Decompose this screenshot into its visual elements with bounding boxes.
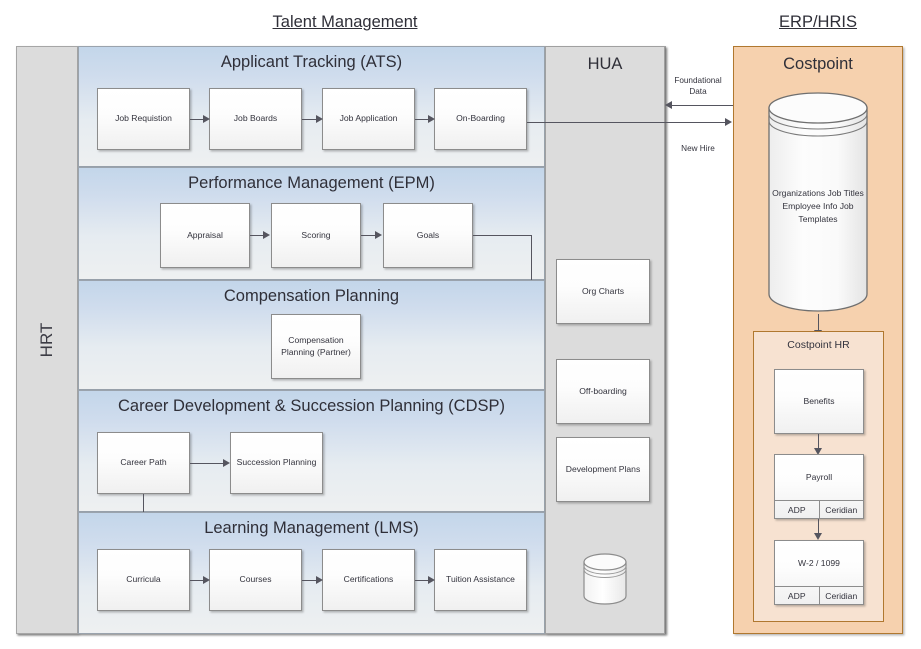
process-box-tuition-assistance[interactable]: Tuition Assistance	[434, 549, 527, 611]
connector-goals-to-devplans-h1	[473, 235, 531, 236]
connector-lms-3	[415, 580, 429, 581]
process-box-label: On-Boarding	[456, 113, 505, 124]
costpoint-hr-title: Costpoint HR	[787, 339, 850, 351]
costpoint-hr-box-benefits[interactable]: Benefits	[774, 369, 864, 434]
hua-box-development-plans[interactable]: Development Plans	[556, 437, 650, 502]
connector-ats-2	[302, 119, 317, 120]
arrowhead-lms-3	[428, 576, 435, 584]
process-box-succession-planning[interactable]: Succession Planning	[230, 432, 323, 494]
hua-panel: HUA	[545, 46, 665, 634]
flow-label-new-hire: New Hire	[681, 144, 715, 153]
process-box-label: Tuition Assistance	[446, 574, 515, 585]
hua-database-cylinder-icon	[580, 552, 630, 608]
w2-vendor-ceridian[interactable]: Ceridian	[818, 587, 864, 604]
process-box-job-boards[interactable]: Job Boards	[209, 88, 302, 150]
process-box-curricula[interactable]: Curricula	[97, 549, 190, 611]
arrowhead-ats-1	[203, 115, 210, 123]
arrowhead-foundational-data	[665, 101, 672, 109]
costpoint-hr-box-label: Payroll	[805, 472, 833, 483]
hua-box-label: Development Plans	[565, 463, 641, 474]
process-box-label: Career Path	[120, 457, 167, 468]
arrowhead-epm-1	[263, 231, 270, 239]
process-box-label: Scoring	[301, 229, 331, 240]
costpoint-hr-box-w2-1099[interactable]: W-2 / 1099 ADP Ceridian	[774, 540, 864, 605]
connector-epm-1	[250, 235, 264, 236]
connector-epm-2	[361, 235, 376, 236]
process-box-scoring[interactable]: Scoring	[271, 203, 361, 268]
w2-vendor-adp[interactable]: ADP	[787, 590, 806, 601]
process-box-career-path[interactable]: Career Path	[97, 432, 190, 494]
process-box-label: Job Boards	[233, 113, 278, 124]
arrowhead-ats-2	[316, 115, 323, 123]
hrt-label: HRT	[37, 322, 56, 358]
connector-lms-1	[190, 580, 204, 581]
flow-label-foundational-data: Foundational Data	[674, 76, 722, 97]
section-title-ats: Applicant Tracking (ATS)	[220, 53, 403, 71]
process-box-appraisal[interactable]: Appraisal	[160, 203, 250, 268]
hua-box-org-charts[interactable]: Org Charts	[556, 259, 650, 324]
page-title-talent-management: Talent Management	[272, 13, 418, 31]
process-box-courses[interactable]: Courses	[209, 549, 302, 611]
process-box-certifications[interactable]: Certifications	[322, 549, 415, 611]
process-box-label: Curricula	[126, 574, 161, 585]
process-box-label: Appraisal	[187, 229, 223, 240]
connector-lms-2	[302, 580, 317, 581]
connector-payroll-to-w2	[818, 519, 819, 535]
arrowhead-w2	[814, 533, 822, 540]
process-box-label: Courses	[239, 574, 272, 585]
hrt-column: HRT	[16, 46, 78, 634]
costpoint-hr-box-payroll[interactable]: Payroll ADP Ceridian	[774, 454, 864, 519]
payroll-vendor-ceridian[interactable]: Ceridian	[818, 501, 864, 518]
section-title-lms: Learning Management (LMS)	[204, 519, 419, 537]
costpoint-hr-box-label: W-2 / 1099	[798, 558, 840, 569]
process-box-job-requisition[interactable]: Job Requistion	[97, 88, 190, 150]
arrowhead-payroll	[814, 448, 822, 455]
payroll-vendor-split: ADP Ceridian	[775, 500, 863, 518]
page-title-erp-hris: ERP/HRIS	[779, 13, 857, 31]
process-box-label: Certifications	[343, 574, 394, 585]
process-box-label: Succession Planning	[236, 457, 317, 468]
arrowhead-new-hire	[725, 118, 732, 126]
process-box-label: Job Application	[339, 113, 398, 124]
connector-new-hire	[527, 122, 726, 123]
arrowhead-epm-2	[375, 231, 382, 239]
costpoint-database-cylinder-icon: Organizations Job Titles Employee Info J…	[766, 92, 870, 314]
hua-box-label: Off-boarding	[579, 385, 627, 396]
section-title-epm: Performance Management (EPM)	[188, 174, 435, 192]
payroll-vendor-adp[interactable]: ADP	[787, 504, 806, 515]
connector-benefits-to-payroll	[818, 434, 819, 450]
connector-ats-3	[415, 119, 429, 120]
hua-box-off-boarding[interactable]: Off-boarding	[556, 359, 650, 424]
hua-box-label: Org Charts	[581, 285, 625, 296]
arrowhead-lms-2	[316, 576, 323, 584]
connector-foundational-data	[672, 105, 733, 106]
hua-title: HUA	[587, 55, 623, 73]
section-title-cdsp: Career Development & Succession Planning…	[117, 397, 505, 415]
arrowhead-ats-3	[428, 115, 435, 123]
arrowhead-lms-1	[203, 576, 210, 584]
costpoint-database-contents: Organizations Job Titles Employee Info J…	[772, 188, 864, 224]
section-title-compensation: Compensation Planning	[223, 287, 400, 305]
process-box-label: Compensation Planning (Partner)	[281, 335, 351, 357]
process-box-job-application[interactable]: Job Application	[322, 88, 415, 150]
connector-cylinder-to-hr	[818, 314, 819, 332]
connector-ats-1	[190, 119, 204, 120]
process-box-label: Job Requistion	[115, 113, 172, 124]
costpoint-title: Costpoint	[783, 55, 853, 73]
arrowhead-cdsp-1	[223, 459, 230, 467]
connector-cdsp-1	[190, 463, 224, 464]
process-box-on-boarding[interactable]: On-Boarding	[434, 88, 527, 150]
costpoint-hr-box-label: Benefits	[803, 395, 835, 406]
process-box-goals[interactable]: Goals	[383, 203, 473, 268]
process-box-compensation-planning-partner[interactable]: Compensation Planning (Partner)	[271, 314, 361, 379]
process-box-label: Goals	[416, 229, 440, 240]
w2-vendor-split: ADP Ceridian	[775, 586, 863, 604]
